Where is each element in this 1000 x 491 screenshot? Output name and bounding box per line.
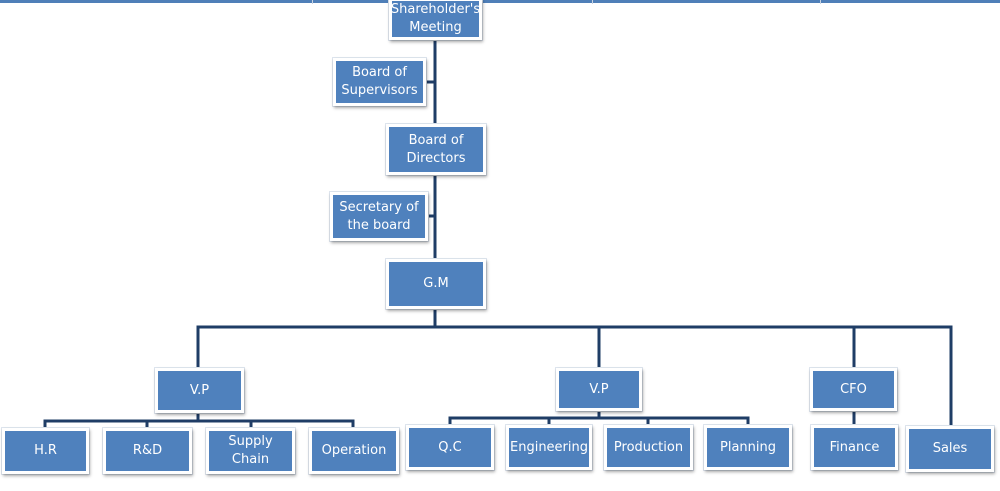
top-tick-mark <box>592 0 593 4</box>
node-engineering: Engineering <box>506 425 592 470</box>
node-vp-left: V.P <box>155 368 244 413</box>
top-tick-mark <box>312 0 313 4</box>
node-rnd: R&D <box>103 428 192 474</box>
node-sales: Sales <box>906 426 994 472</box>
node-finance: Finance <box>811 425 898 470</box>
node-board-of-directors: Board of Directors <box>386 124 486 175</box>
node-gm: G.M <box>386 259 486 309</box>
top-tick-mark <box>820 0 821 4</box>
node-supply-chain: Supply Chain <box>206 428 295 474</box>
top-accent-bar <box>0 0 1000 3</box>
node-cfo: CFO <box>810 368 897 411</box>
node-production: Production <box>604 425 693 470</box>
node-planning: Planning <box>704 425 792 470</box>
node-qc: Q.C <box>406 425 494 470</box>
node-secretary-of-the-board: Secretary of the board <box>330 192 428 241</box>
node-hr: H.R <box>2 428 89 474</box>
node-operation: Operation <box>309 428 399 474</box>
node-shareholders-meeting: Shareholder's Meeting <box>389 0 482 40</box>
node-board-of-supervisors: Board of Supervisors <box>333 58 426 106</box>
node-vp-middle: V.P <box>556 368 642 411</box>
